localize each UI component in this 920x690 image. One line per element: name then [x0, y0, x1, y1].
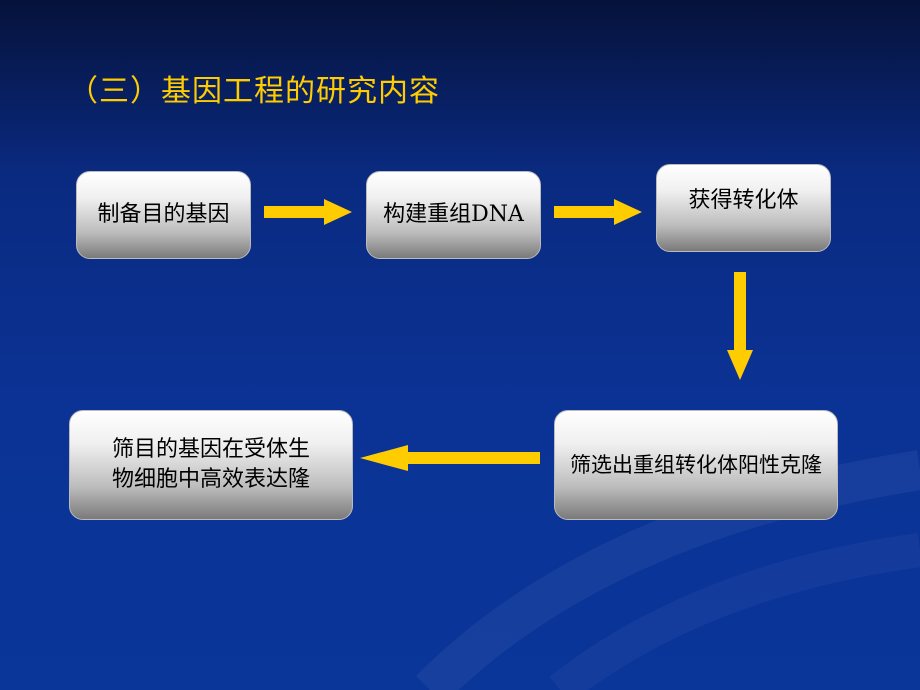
- step-build-recombinant-dna: 构建重组DNA: [366, 171, 541, 259]
- step-screen-clone: 筛选出重组转化体阳性克隆: [554, 410, 838, 520]
- arrow-right-icon: [264, 199, 352, 225]
- arrow-left-icon: [360, 445, 540, 471]
- slide-title: （三）基因工程的研究内容: [68, 74, 440, 109]
- arrow-right-icon: [554, 199, 642, 225]
- arrow-down-icon: [727, 272, 753, 380]
- step-prepare-gene: 制备目的基因: [76, 171, 251, 259]
- step-express-gene: 筛目的基因在受体生物细胞中高效表达隆: [69, 410, 353, 520]
- step-obtain-transformant: 获得转化体: [656, 164, 831, 252]
